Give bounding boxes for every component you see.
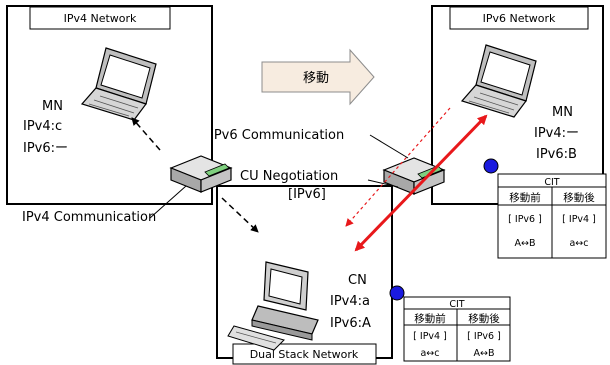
cit-cn-addr-after: A↔B — [474, 348, 495, 359]
cit-mn-header-before: 移動前 — [509, 191, 541, 204]
ipv6-comm-leader — [369, 134, 409, 159]
ipv4-path-arrow-to-mn — [131, 117, 161, 151]
mn-ipv4: IPv4:c — [23, 119, 62, 134]
cit-mn-addr-after: a↔c — [569, 238, 588, 249]
cu-neg-leader — [367, 179, 399, 188]
cu-neg-label: CU Negotiation — [240, 169, 338, 184]
mn-ipv6: IPv6:ー — [23, 141, 68, 156]
move-label: 移動 — [303, 71, 329, 86]
cit-mn-title: CIT — [544, 177, 559, 188]
cit-mn-addr-before: A↔B — [515, 238, 536, 249]
mn-after-info: MN IPv4:ー IPv6:B — [534, 105, 579, 162]
mn-name: MN — [42, 99, 63, 114]
cit-table-mn: CIT 移動前 移動後 [ IPv6 ] [ IPv4 ] A↔B a↔c — [497, 173, 607, 259]
cit-cn-title: CIT — [449, 299, 464, 310]
cn-name: CN — [348, 273, 367, 288]
ipv6-bidirectional-arrow — [354, 114, 488, 252]
cit-cn-proto-after: [ IPv6 ] — [467, 331, 501, 342]
mn-after-name: MN — [552, 105, 573, 120]
cit-cn-addr-before: a↔c — [420, 348, 439, 359]
cit-cn-proto-before: [ IPv4 ] — [413, 331, 447, 342]
mn-after-ipv4: IPv4:ー — [534, 126, 579, 141]
dual-stack-network-box: Dual Stack Network — [216, 185, 393, 365]
mn-binding-dot — [483, 158, 499, 174]
cit-cn-header-before: 移動前 — [414, 312, 446, 325]
ipv4-comm-label: IPv4 Communication — [22, 210, 156, 225]
cn-binding-dot — [389, 285, 405, 301]
router-left-icon — [169, 155, 233, 193]
ipv6-network-box: IPv6 Network — [431, 5, 604, 205]
cn-ipv4: IPv4:a — [330, 294, 370, 309]
mn-after-ipv6: IPv6:B — [536, 147, 577, 162]
cn-info: CN IPv4:a IPv6:A — [330, 273, 371, 331]
cit-cn-header-after: 移動後 — [468, 312, 500, 325]
ipv6-comm-label: IPv6 Communication — [210, 128, 344, 143]
mn-info: MN IPv4:c IPv6:ー — [23, 99, 68, 156]
ipv6-network-title: IPv6 Network — [483, 12, 556, 25]
cit-mn-proto-after: [ IPv4 ] — [562, 214, 596, 225]
cit-mn-proto-before: [ IPv6 ] — [508, 214, 542, 225]
cn-desktop-icon — [227, 261, 319, 351]
cn-ipv6: IPv6:A — [330, 316, 371, 331]
cit-mn-header-after: 移動後 — [563, 191, 595, 204]
mn-after-laptop-icon — [460, 44, 537, 118]
cit-table-cn: CIT 移動前 移動後 [ IPv4 ] [ IPv6 ] a↔c A↔B — [403, 296, 511, 362]
ipv4-network-title: IPv4 Network — [64, 12, 137, 25]
ipv4-path-arrow-to-cn — [221, 197, 259, 233]
mn-laptop-icon — [80, 47, 157, 121]
cu-neg-sub-label: [IPv6] — [288, 187, 326, 202]
move-arrow: 移動 — [261, 48, 375, 106]
ipv4-network-box: IPv4 Network — [6, 5, 213, 205]
ipv4-comm-leader — [149, 185, 187, 219]
dual-stack-network-title: Dual Stack Network — [250, 348, 359, 361]
